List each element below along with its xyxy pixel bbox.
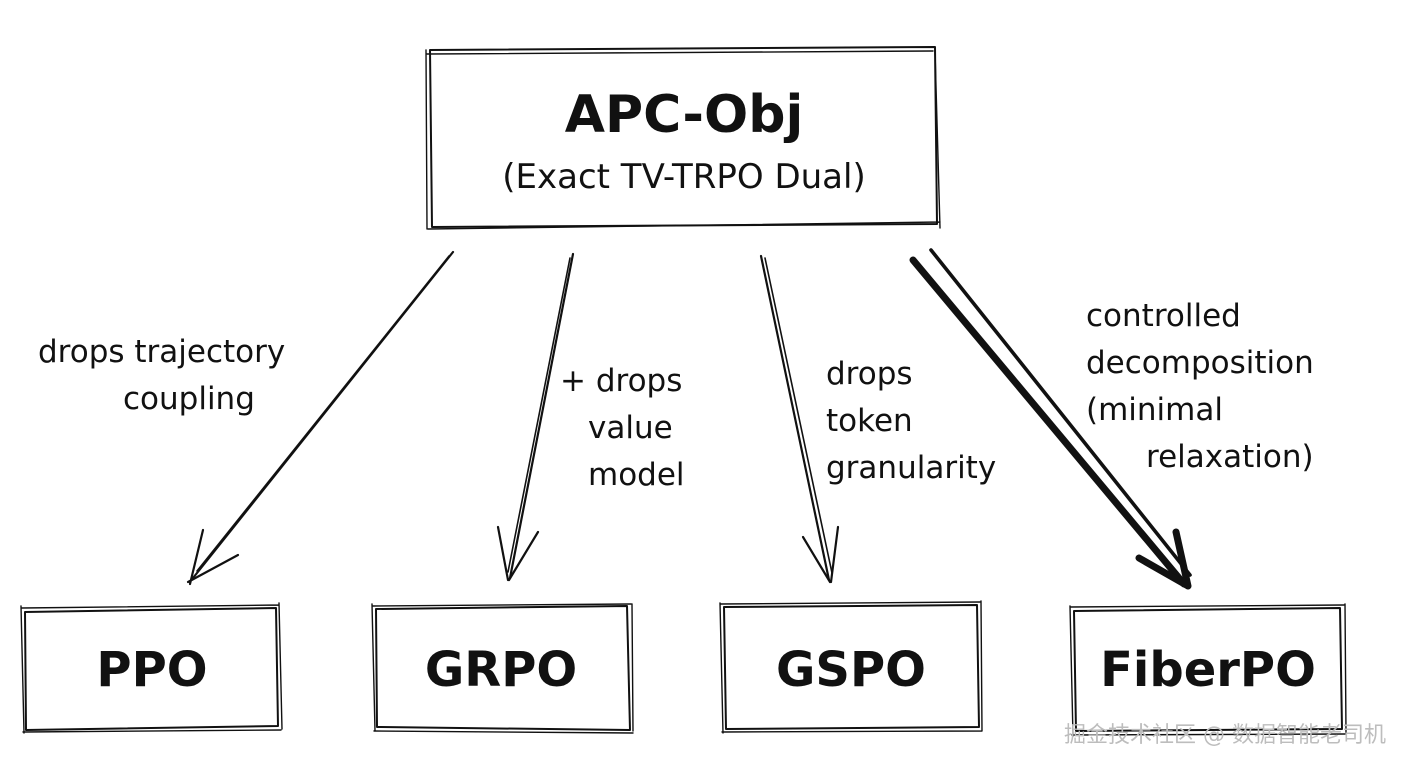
node-label-grpo: GRPO [425, 642, 577, 698]
edge-label-grpo-line-3: model [588, 457, 685, 493]
edge-label-ppo-line-1: drops trajectory [38, 334, 285, 370]
edge-label-fiberpo-line-2: decomposition [1086, 345, 1314, 381]
root-subtitle: (Exact TV-TRPO Dual) [502, 157, 865, 197]
node-box-gspo: GSPO [719, 600, 983, 734]
root-title: APC-Obj [565, 85, 804, 145]
edge-arrow-grpo [496, 252, 575, 582]
node-box-grpo: GRPO [371, 603, 634, 734]
node-label-gspo: GSPO [776, 642, 926, 698]
edge-label-grpo: + drops value model [560, 363, 692, 493]
watermark-text: 掘金技术社区 @ 数据智能老司机 [1064, 723, 1386, 748]
edge-label-fiberpo-line-1: controlled [1086, 298, 1241, 334]
edge-label-grpo-line-1: + drops [560, 363, 682, 399]
edge-label-fiberpo-line-4: relaxation) [1146, 439, 1314, 475]
node-label-fiberpo: FiberPO [1100, 642, 1316, 698]
node-box-ppo: PPO [20, 602, 283, 734]
node-label-ppo: PPO [96, 642, 207, 698]
edge-label-grpo-line-2: value [588, 410, 673, 446]
edge-label-gspo: drops token granularity [826, 356, 996, 486]
edge-label-gspo-line-2: token [826, 403, 913, 439]
edge-arrow-fiberpo [909, 248, 1192, 590]
edge-label-gspo-line-1: drops [826, 356, 913, 392]
edge-arrow-gspo [759, 254, 840, 584]
edge-label-fiberpo-line-3: (minimal [1086, 392, 1223, 428]
edge-label-ppo: drops trajectory coupling [38, 334, 295, 417]
root-box: APC-Obj (Exact TV-TRPO Dual) [425, 46, 941, 230]
edge-label-gspo-line-3: granularity [826, 450, 996, 486]
edge-label-ppo-line-2: coupling [123, 381, 255, 417]
node-box-fiberpo: FiberPO [1069, 603, 1347, 737]
edge-label-fiberpo: controlled decomposition (minimal relaxa… [1086, 298, 1324, 475]
edge-arrow-ppo [186, 250, 455, 586]
